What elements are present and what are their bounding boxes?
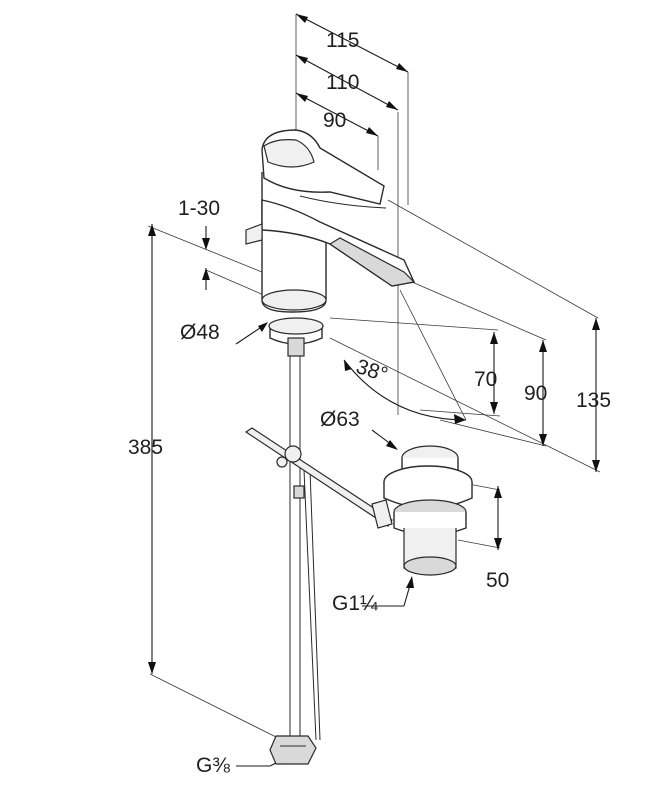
- faucet-body: [245, 129, 416, 357]
- popup-rod: [244, 427, 393, 527]
- dim-supply-thread: G⅜: [196, 754, 230, 777]
- dim-height-90: 90: [524, 382, 548, 405]
- dim-clamp-range: 1-30: [178, 197, 221, 220]
- dim-base-diameter: Ø48: [180, 321, 220, 344]
- supply-hose: [269, 356, 321, 765]
- dim-reach-90: 90: [323, 109, 347, 132]
- dim-reach-110: 110: [326, 71, 360, 94]
- left-dimension-lines: [147, 224, 283, 741]
- leader-lines: [235, 322, 502, 767]
- waste-valve: [371, 445, 473, 576]
- dim-reach-115: 115: [326, 29, 360, 52]
- dim-waste-diameter: Ø63: [320, 408, 360, 431]
- height-dimension-lines: [329, 199, 601, 473]
- dim-height-135: 135: [576, 389, 612, 412]
- dim-height-70: 70: [474, 368, 498, 391]
- dim-waste-thread: G1¼: [332, 592, 378, 615]
- swivel-angle-arc: [343, 289, 467, 424]
- reach-dimension-lines: [295, 13, 409, 415]
- dim-total-length: 385: [128, 436, 164, 459]
- dim-waste-depth: 50: [486, 569, 510, 592]
